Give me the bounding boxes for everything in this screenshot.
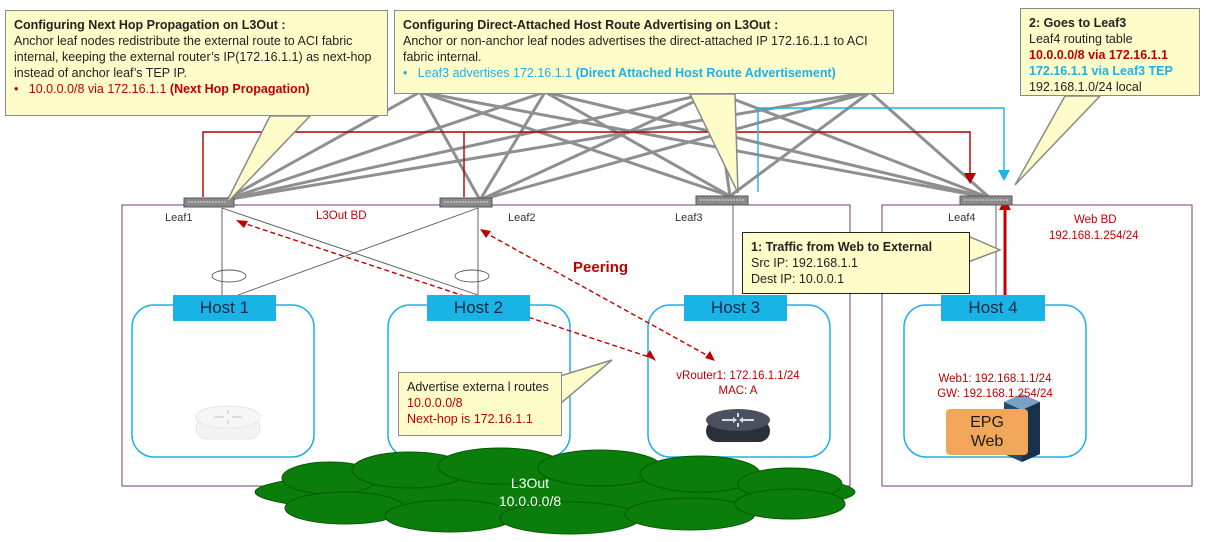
- traffic-callout-line1: Src IP: 192.168.1.1: [751, 256, 859, 270]
- advertise-callout: Advertise externa l routes 10.0.0.0/8 Ne…: [398, 372, 562, 436]
- advertise-line1: Advertise externa l routes: [407, 380, 549, 394]
- direct-attached-callout-title: Configuring Direct-Attached Host Route A…: [403, 18, 779, 32]
- leaf-switches: [183, 195, 1013, 208]
- web-bd-ip: 192.168.1.254/24: [1049, 230, 1139, 242]
- router-icon: [706, 409, 770, 442]
- goes-callout-tail: [1014, 95, 1102, 186]
- direct-attached-callout: Configuring Direct-Attached Host Route A…: [394, 10, 894, 94]
- epg-label-line2: Web: [970, 433, 1004, 450]
- host-route-line: [757, 107, 1005, 192]
- peering-label: Peering: [573, 259, 629, 276]
- vrouter-mac: MAC: A: [718, 385, 758, 397]
- advertise-line3: Next-hop is 172.16.1.1: [407, 412, 533, 426]
- l3out-cloud: [254, 447, 856, 535]
- leaf2-label: Leaf2: [508, 212, 536, 224]
- next-hop-callout-tail: [224, 115, 312, 206]
- direct-callout-tail: [688, 93, 739, 194]
- goes-leaf3-line1: Leaf4 routing table: [1029, 32, 1133, 46]
- goes-leaf3-line2: 10.0.0.0/8 via 172.16.1.1: [1029, 48, 1169, 62]
- advertise-line2: 10.0.0.0/8: [407, 396, 463, 410]
- web-bd-pod: [881, 204, 1193, 487]
- traffic-callout: 1: Traffic from Web to External Src IP: …: [742, 232, 970, 294]
- next-hop-callout-bullet: • 10.0.0.0/8 via 172.16.1.1 (Next Hop Pr…: [14, 82, 310, 96]
- direct-attached-bullet-tag: (Direct Attached Host Route Advertisemen…: [575, 66, 836, 80]
- host-route-arrow: [998, 170, 1010, 181]
- leaf1-label: Leaf1: [165, 212, 193, 224]
- host4-label: Host 4: [941, 295, 1045, 321]
- leaf4-label: Leaf4: [948, 212, 976, 224]
- direct-attached-callout-bullet: • Leaf3 advertises 172.16.1.1 (Direct At…: [403, 66, 836, 80]
- web-ip: Web1: 192.168.1.1/24: [938, 373, 1052, 385]
- next-hop-callout-body: Anchor leaf nodes redistribute the exter…: [14, 34, 372, 80]
- host2-label: Host 2: [427, 295, 530, 321]
- next-hop-callout-title: Configuring Next Hop Propagation on L3Ou…: [14, 18, 286, 32]
- goes-leaf3-title: 2: Goes to Leaf3: [1029, 16, 1127, 30]
- peering-arrow-2: [646, 350, 656, 361]
- next-hop-route-line: [202, 131, 971, 197]
- traffic-callout-tail: [967, 234, 1002, 264]
- next-hop-bullet-tag: (Next Hop Propagation): [169, 82, 310, 96]
- traffic-callout-title: 1: Traffic from Web to External: [751, 240, 933, 254]
- host3-label: Host 3: [684, 295, 787, 321]
- l3out-cloud-prefix: 10.0.0.0/8: [498, 493, 562, 509]
- direct-attached-bullet-text: Leaf3 advertises 172.16.1.1: [417, 66, 573, 80]
- leaf3-label: Leaf3: [675, 212, 703, 224]
- peering-lines: [239, 221, 713, 359]
- web-bd-label: Web BD: [1074, 214, 1117, 226]
- vrouter-ip: vRouter1: 172.16.1.1/24: [676, 370, 800, 382]
- web-gw: GW: 192.168.1.254/24: [937, 388, 1053, 400]
- goes-leaf3-line4: 192.168.1.0/24 local: [1029, 80, 1142, 94]
- peering-arrow-3: [480, 229, 491, 238]
- l3out-bd-label: L3Out BD: [316, 210, 367, 222]
- peering-arrow-4: [705, 351, 715, 361]
- spine-links: [224, 90, 991, 202]
- goes-leaf3-line3: 172.16.1.1 via Leaf3 TEP: [1029, 64, 1173, 78]
- traffic-callout-line2: Dest IP: 10.0.0.1: [751, 272, 845, 286]
- direct-attached-callout-body: Anchor or non-anchor leaf nodes advertis…: [403, 34, 868, 64]
- host1-label: Host 1: [173, 295, 276, 321]
- l3out-cloud-name: L3Out: [510, 475, 550, 491]
- epg-web-block: EPG Web: [946, 409, 1028, 455]
- goes-leaf3-callout: 2: Goes to Leaf3 Leaf4 routing table 10.…: [1020, 8, 1200, 96]
- router-icon-faded: [195, 405, 261, 440]
- next-hop-callout: Configuring Next Hop Propagation on L3Ou…: [5, 10, 388, 116]
- next-hop-route-arrow: [964, 173, 976, 184]
- peering-arrow-1: [236, 220, 248, 228]
- l3out-cloud-label: L3Out 10.0.0.0/8: [470, 474, 590, 510]
- epg-label-line1: EPG: [970, 414, 1004, 431]
- next-hop-bullet-route: 10.0.0.0/8 via 172.16.1.1: [28, 82, 167, 96]
